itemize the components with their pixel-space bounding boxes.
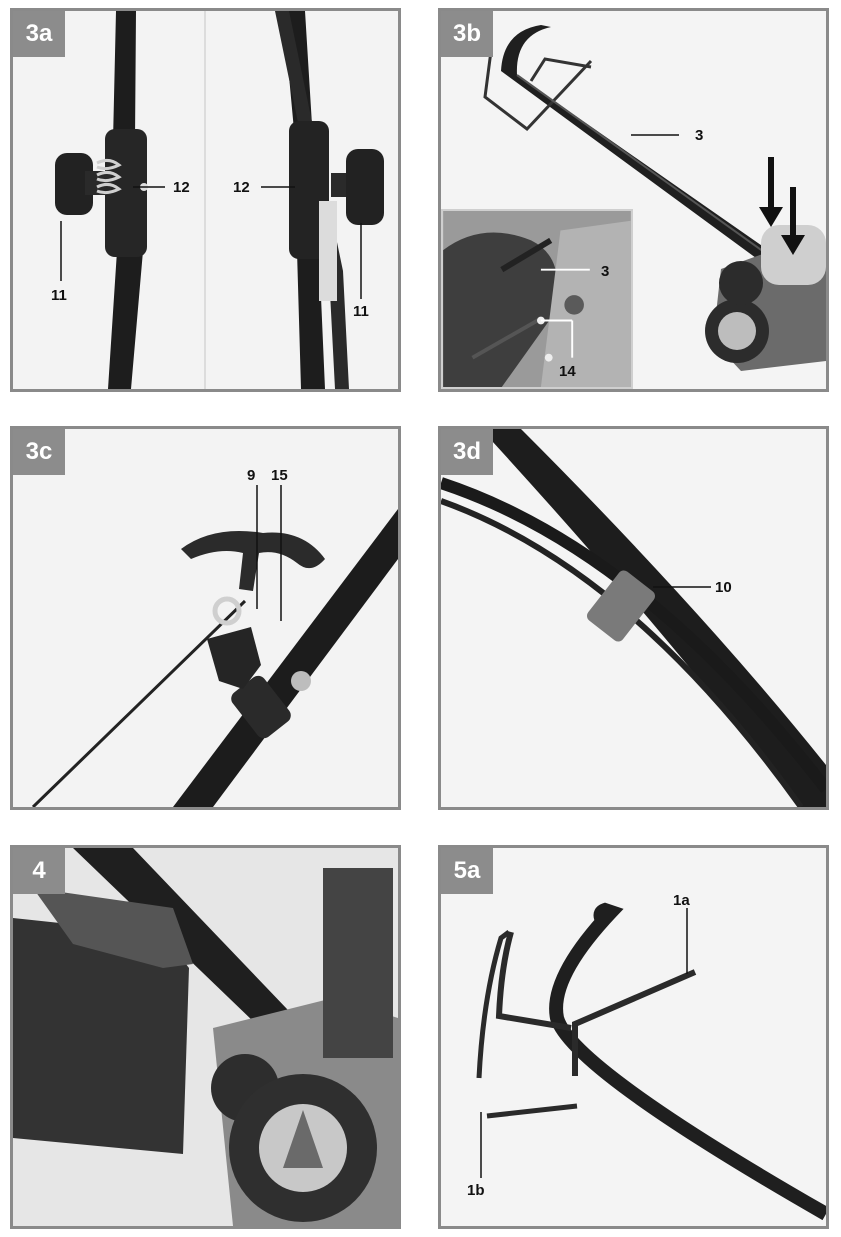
callout-1a: 1a [673, 892, 690, 909]
photo-grass-bag [13, 848, 398, 1226]
figure-4: 4 [10, 845, 401, 1229]
callout-3: 3 [695, 127, 703, 144]
callout-1b: 1b [467, 1182, 485, 1199]
callout-11-right: 11 [353, 303, 369, 320]
photo-handle-knobs [13, 11, 398, 389]
photo-inset-screws [443, 211, 631, 387]
figure-label: 3a [13, 11, 65, 57]
figure-label: 3d [441, 429, 493, 475]
figure-3b: 3b 3 3 14 [438, 8, 829, 392]
callout-12-right: 12 [233, 179, 250, 196]
callout-11-left: 11 [51, 287, 67, 304]
callout-9: 9 [247, 467, 255, 484]
figure-label: 4 [13, 848, 65, 894]
figure-3a: 3a 12 11 12 11 [10, 8, 401, 392]
figure-label: 5a [441, 848, 493, 894]
photo-starter-cable [13, 429, 398, 807]
figure-label: 3b [441, 11, 493, 57]
figure-3c: 3c 9 15 [10, 426, 401, 810]
callout-15: 15 [271, 467, 288, 484]
inset-detail [441, 209, 633, 389]
photo-cable-clip [441, 429, 826, 807]
photo-handle-frame [441, 848, 826, 1226]
callout-12-left: 12 [173, 179, 190, 196]
figure-label: 3c [13, 429, 65, 475]
callout-14: 14 [559, 363, 576, 380]
figure-3d: 3d 10 [438, 426, 829, 810]
figure-5a: 5a 1a 1b [438, 845, 829, 1229]
callout-3-inset: 3 [601, 263, 609, 280]
callout-10: 10 [715, 579, 732, 596]
